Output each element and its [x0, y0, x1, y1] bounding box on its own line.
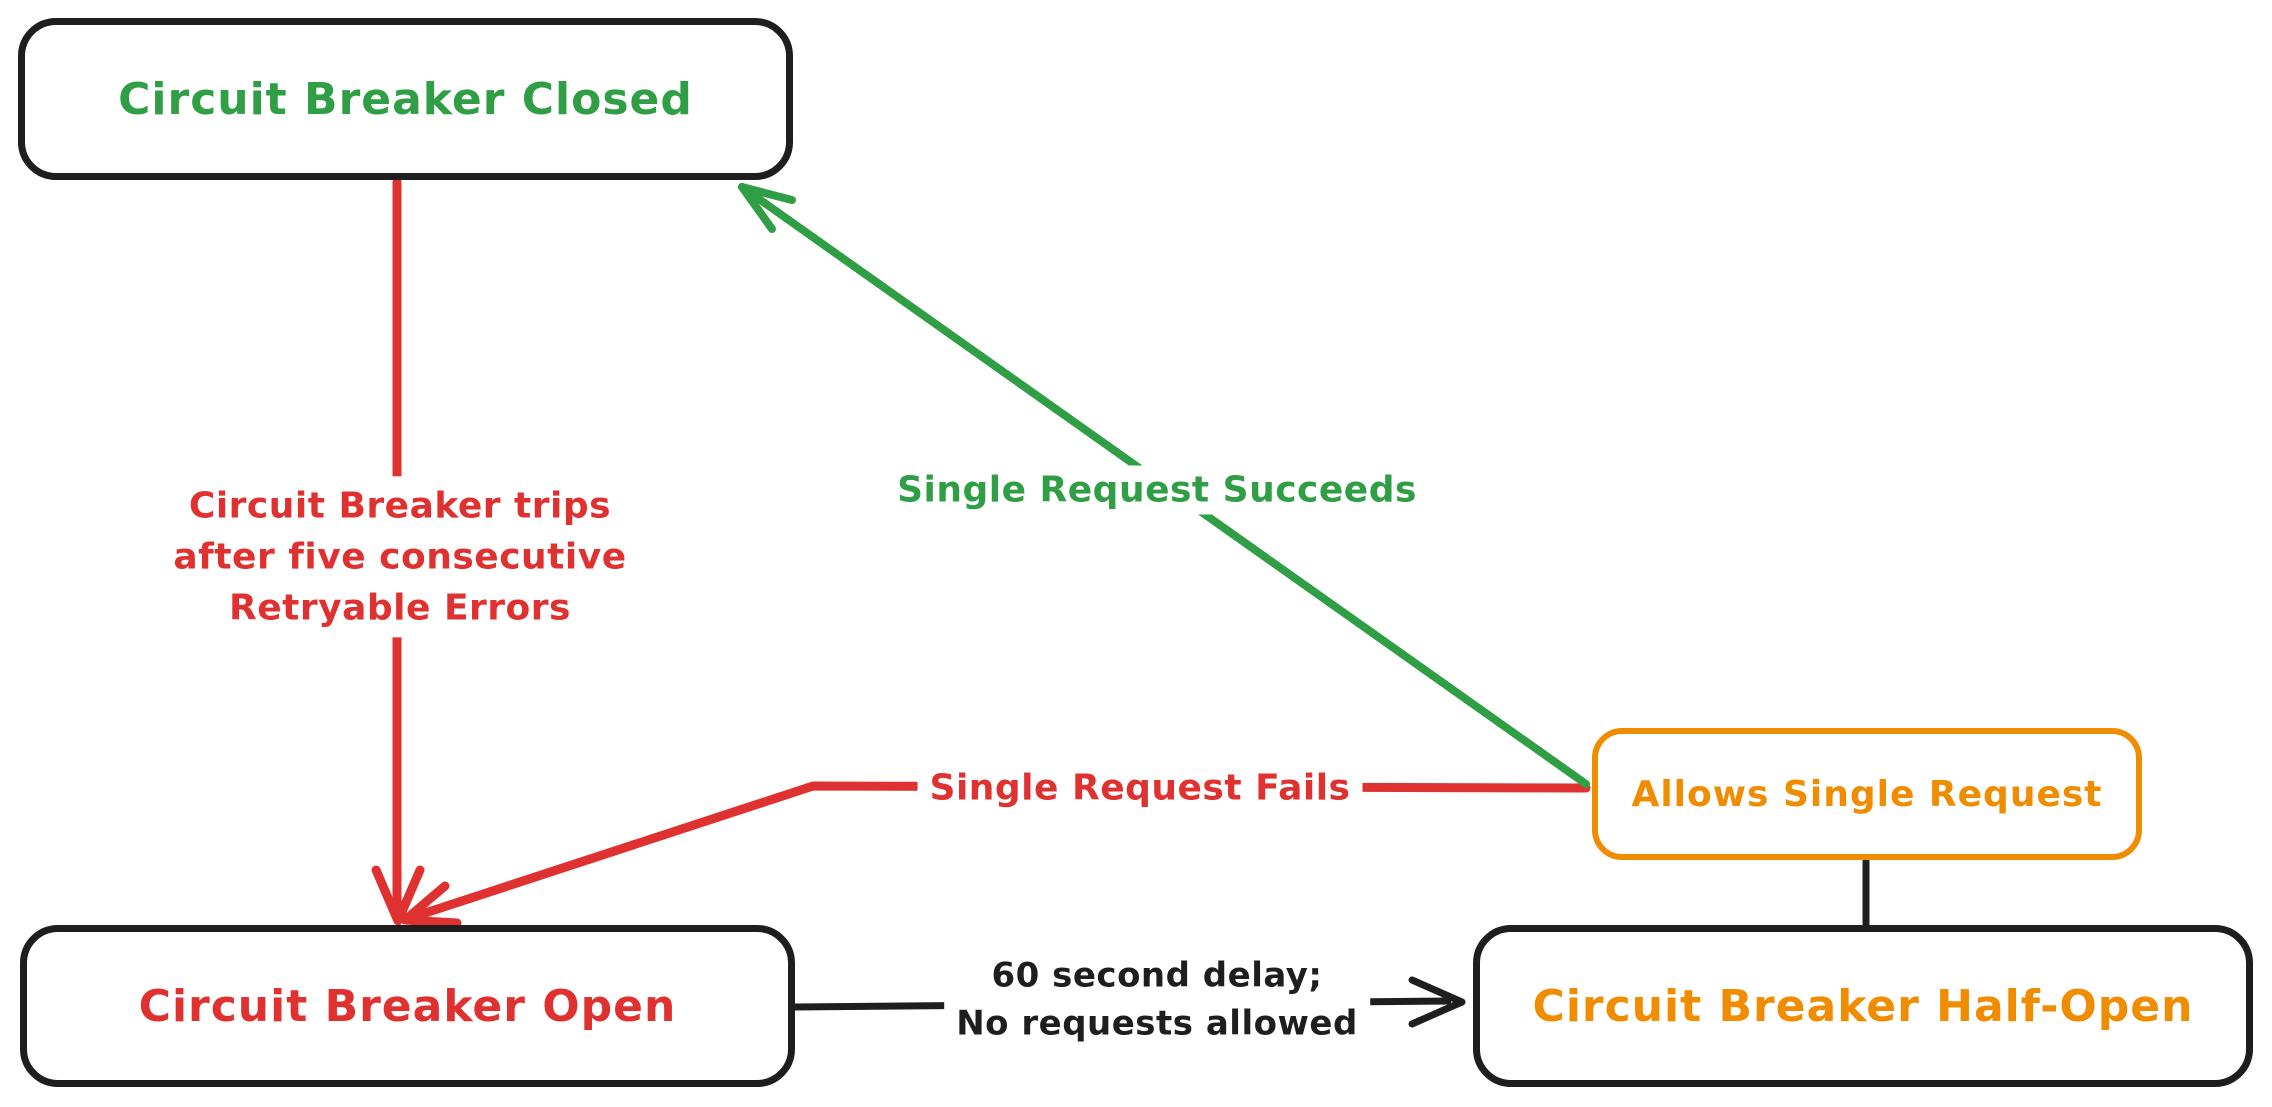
edge-label-fails: Single Request Fails [917, 763, 1363, 813]
edge-label-delay-line-1: 60 second delay; [991, 955, 1323, 996]
edge-label-trip-line-3: Retryable Errors [229, 587, 571, 629]
edge-label-delay-line-2: No requests allowed [956, 1003, 1358, 1043]
node-label-closed: Circuit Breaker Closed [118, 73, 693, 125]
node-allows-single-request: Allows Single Request [1592, 728, 2142, 860]
node-circuit-breaker-closed: Circuit Breaker Closed [18, 18, 793, 180]
edge-label-trip-line-2: after five consecutive [173, 536, 627, 578]
node-circuit-breaker-open: Circuit Breaker Open [20, 925, 795, 1087]
node-label-open: Circuit Breaker Open [138, 980, 677, 1032]
node-circuit-breaker-half-open: Circuit Breaker Half-Open [1473, 925, 2253, 1087]
node-label-allows-single-request: Allows Single Request [1631, 773, 2103, 815]
edge-delay-arrowhead [1408, 976, 1466, 1028]
node-label-half-open: Circuit Breaker Half-Open [1532, 980, 2194, 1032]
edge-fails-arrowhead [400, 881, 462, 928]
edge-label-trip: Circuit Breaker trips after five consecu… [161, 476, 639, 638]
edge-trip-arrowhead [371, 865, 425, 926]
edge-label-succeeds: Single Request Succeeds [885, 465, 1429, 515]
edge-label-trip-line-1: Circuit Breaker trips [188, 485, 612, 527]
edge-succeeds-arrowhead [738, 183, 796, 233]
edge-label-delay: 60 second delay; No requests allowed [944, 948, 1370, 1052]
